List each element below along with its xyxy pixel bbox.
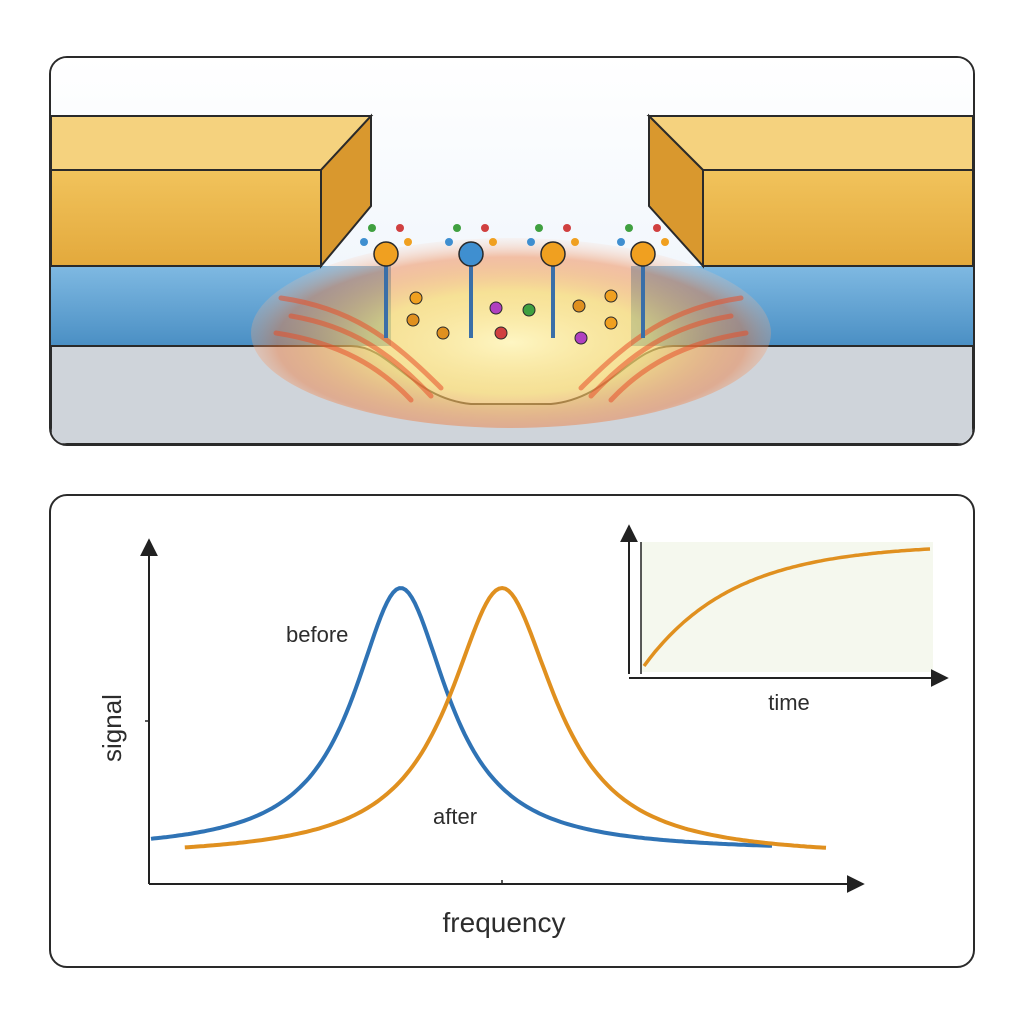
series-before-line [150, 586, 773, 848]
sensor-illustration-panel [49, 56, 975, 446]
heat-streaks [273, 295, 749, 403]
inset-plot-area [641, 542, 933, 672]
inset-chart: time [620, 524, 949, 715]
receptor-molecules [360, 224, 669, 338]
receptor-molecule [617, 224, 669, 338]
reaction-glow [251, 238, 771, 428]
signal-chart-panel: before after signal frequency time [49, 494, 975, 968]
target-molecules [406, 289, 618, 345]
target-molecule [574, 331, 588, 345]
target-molecule [494, 326, 508, 340]
target-molecule [572, 299, 586, 313]
gold-electrode-right [646, 113, 973, 269]
target-molecule [489, 301, 503, 315]
gold-electrode-left [51, 113, 374, 269]
target-molecule [522, 303, 536, 317]
target-molecule [436, 326, 450, 340]
target-molecule [409, 291, 423, 305]
receptor-molecule [527, 224, 579, 338]
y-axis-label: signal [97, 694, 127, 762]
target-molecule [406, 313, 420, 327]
inset-x-label: time [768, 690, 810, 715]
sensor-illustration [51, 58, 973, 444]
series-after-line [184, 585, 827, 850]
signal-chart: before after signal frequency time [97, 524, 949, 938]
receptor-molecule [445, 224, 497, 338]
series-before-label: before [286, 622, 348, 647]
target-molecule [604, 316, 618, 330]
x-axis-label: frequency [443, 907, 566, 938]
series-after-label: after [433, 804, 477, 829]
receptor-molecule [360, 224, 412, 338]
inset-time-curve [642, 547, 931, 668]
target-molecule [604, 289, 618, 303]
